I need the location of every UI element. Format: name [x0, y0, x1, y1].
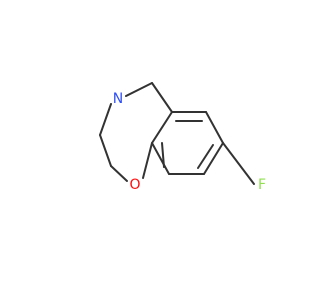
oxygen-label: O [129, 177, 140, 193]
bond-c3-c2 [99, 134, 112, 167]
bond-c8-f [222, 142, 255, 185]
aromatic-inner-c7-c8 [197, 144, 214, 169]
bond-group [99, 82, 255, 185]
nitrogen-label: N [113, 91, 123, 107]
bond-n4-c3 [99, 103, 112, 136]
bond-c9a-c5a [151, 111, 173, 144]
atom-labels: N O F [113, 91, 266, 193]
molecule-structure: N O F [99, 82, 266, 193]
bond-c9-c9a [151, 142, 170, 175]
aromatic-inner-c9-c9a [161, 142, 165, 168]
bond-c5-n4 [125, 82, 153, 97]
fluorine-label: F [258, 177, 266, 193]
bond-c6-c7 [205, 111, 224, 144]
bond-c7-c8 [203, 142, 224, 175]
bond-c2-o1 [110, 165, 128, 182]
bond-o1-c9a [142, 142, 153, 179]
bond-c5a-c5 [151, 82, 173, 113]
